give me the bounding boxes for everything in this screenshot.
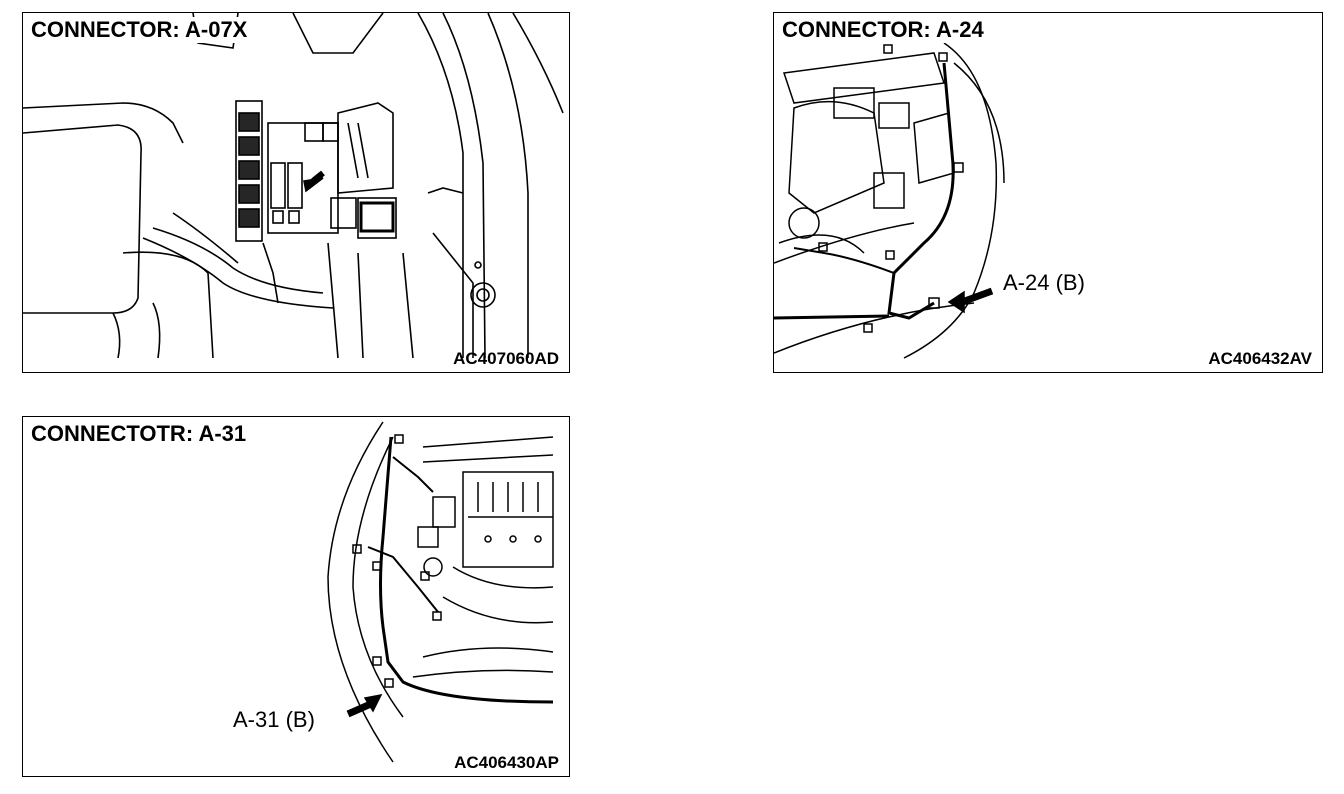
- connector-a24-panel: CONNECTOR: A-24 A-24 (B) AC406432AV: [773, 12, 1323, 373]
- a07x-engine-bay-drawing: [23, 13, 564, 359]
- figure-code: AC406432AV: [1208, 349, 1312, 368]
- panel-title: CONNECTOR: A-24: [782, 17, 988, 43]
- a31-engine-front-drawing: [327, 421, 554, 763]
- panel-title: CONNECTOR: A-07X: [31, 17, 252, 43]
- connector-a07x-panel: CONNECTOR: A-07X AC407060AD: [22, 12, 570, 373]
- figure-code: AC407060AD: [453, 349, 559, 368]
- connector-a31-panel: CONNECTOTR: A-31 A-31 (B) AC406430AP: [22, 416, 570, 777]
- figure-code: AC406430AP: [454, 753, 559, 772]
- a24-front-bumper-drawing: [774, 42, 1005, 359]
- connector-callout-label: A-31 (B): [233, 707, 315, 732]
- panel-title: CONNECTOTR: A-31: [31, 421, 251, 447]
- connector-callout-label: A-24 (B): [1003, 270, 1085, 295]
